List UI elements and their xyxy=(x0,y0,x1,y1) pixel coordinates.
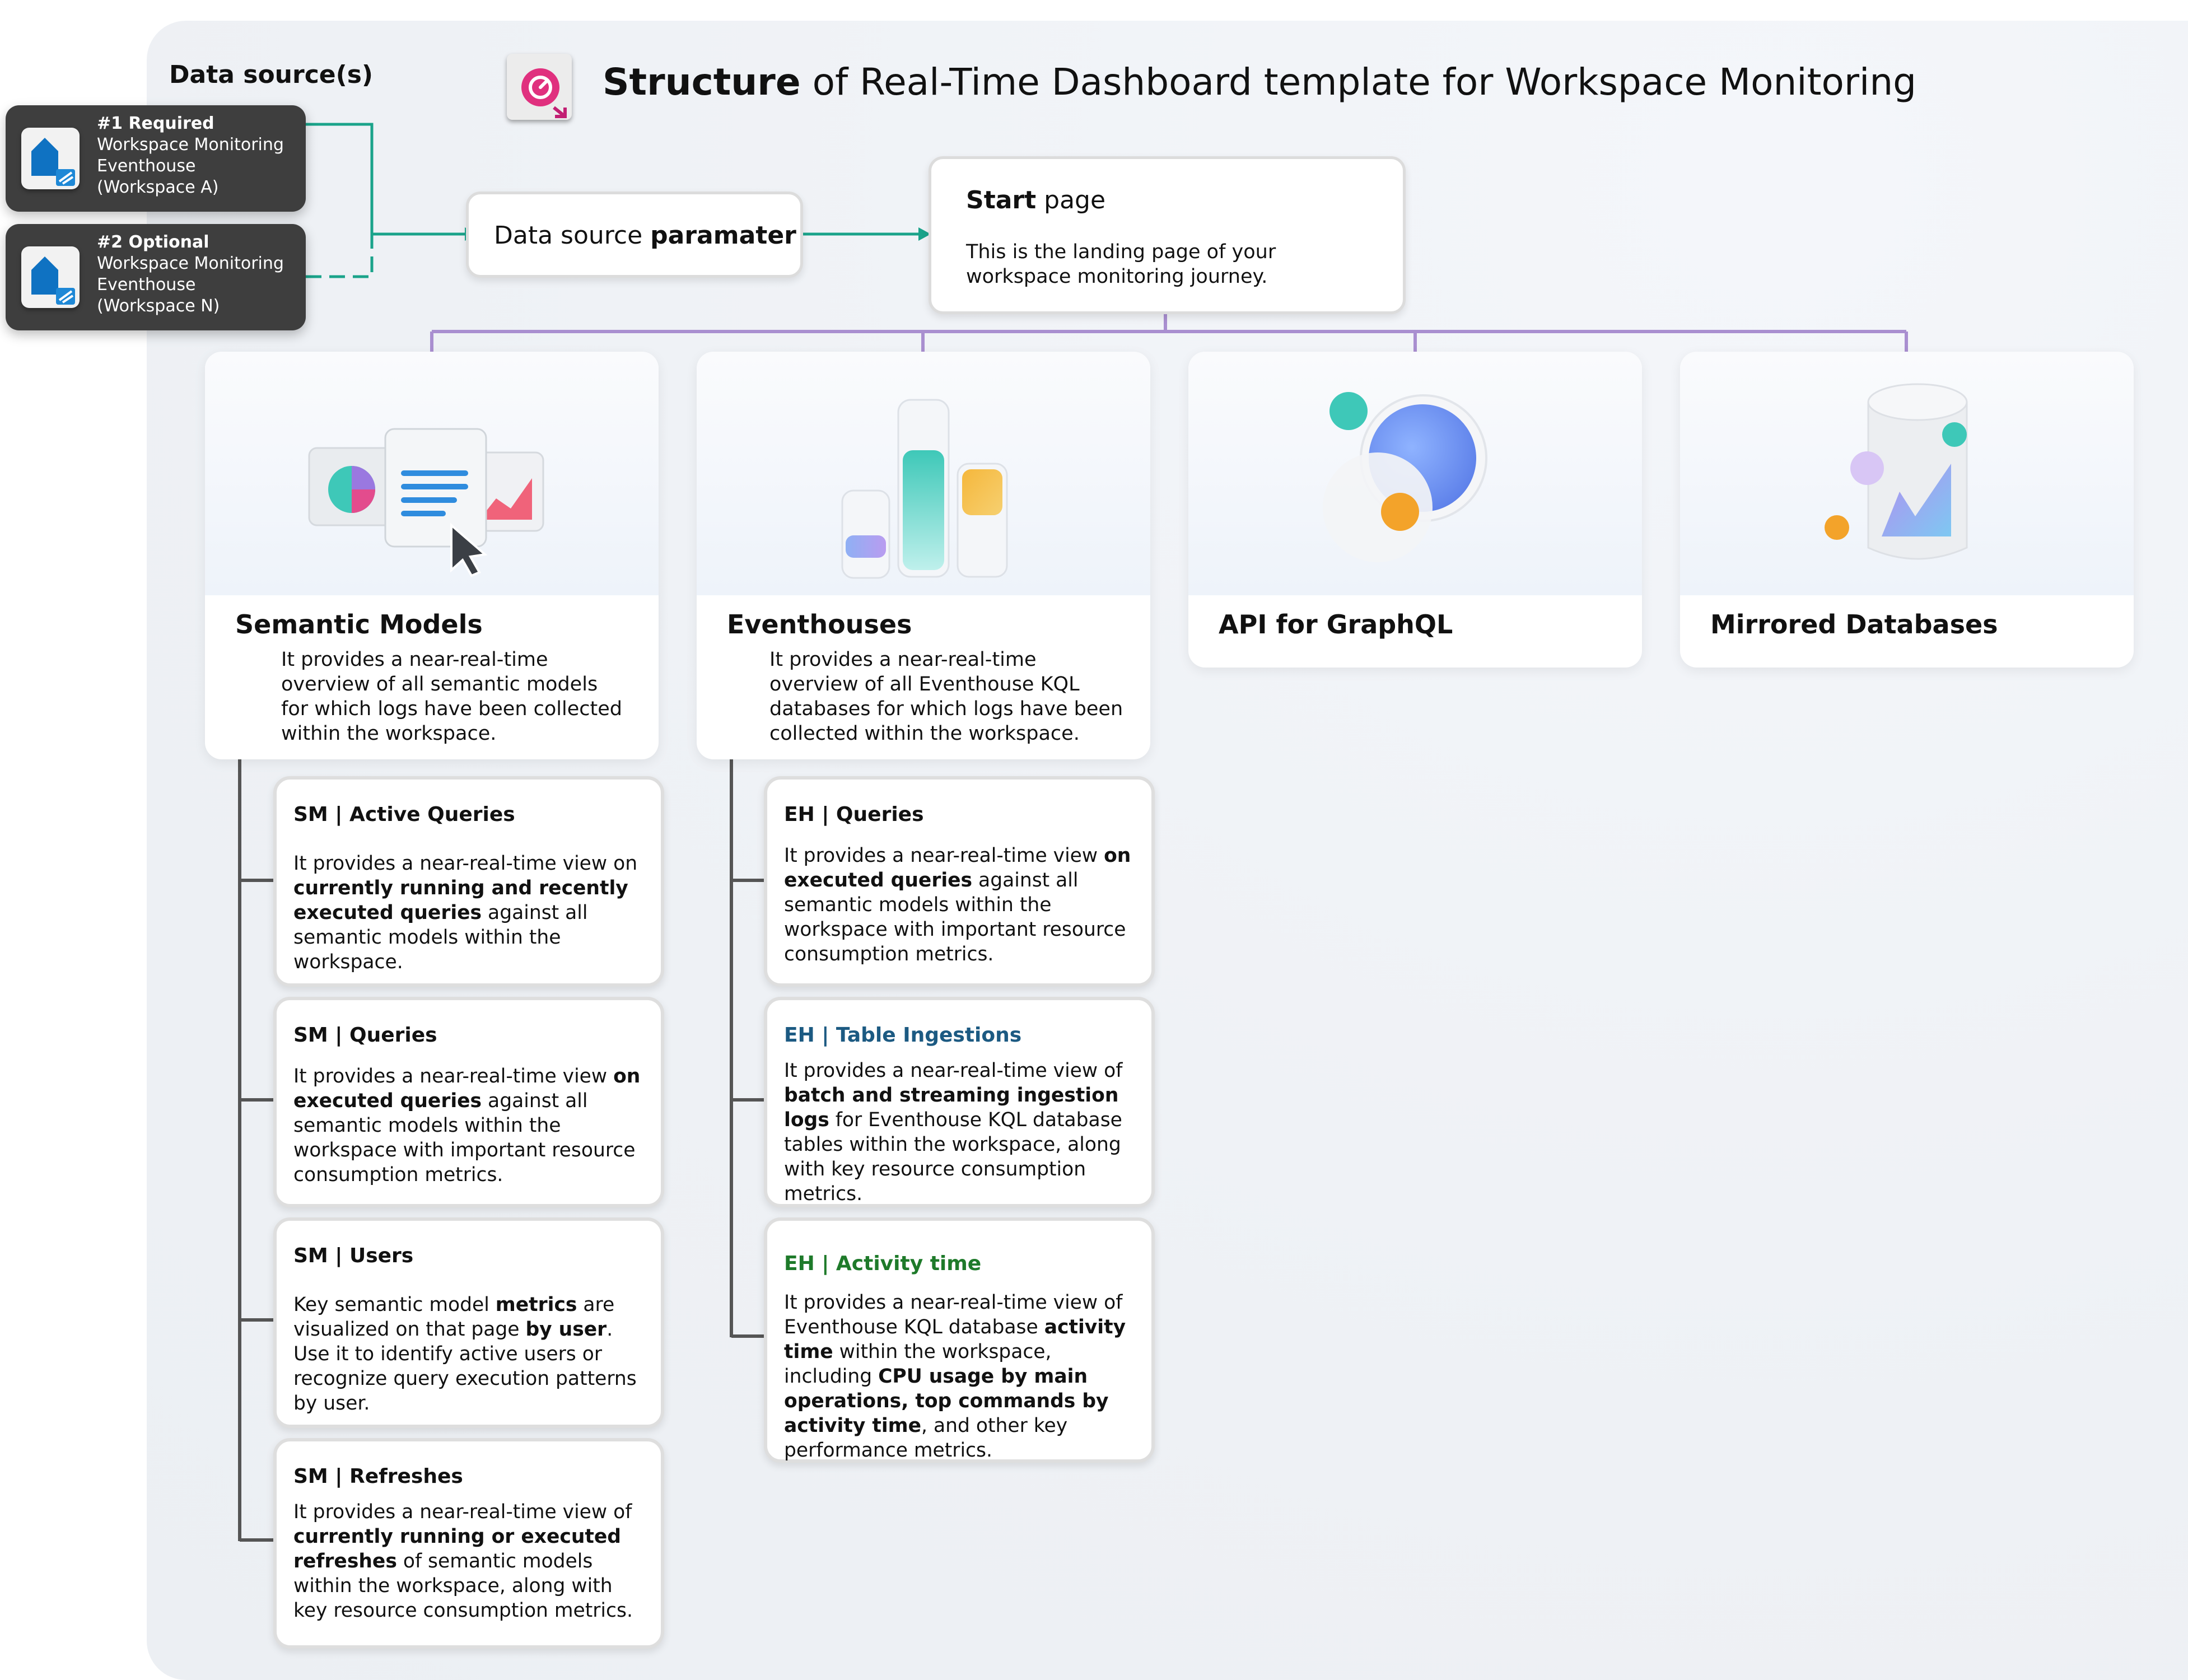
source-card-text: #2 Optional Workspace Monitoring Eventho… xyxy=(97,232,284,317)
page-card-eh-queries: EH | Queries It provides a near-real-tim… xyxy=(764,776,1155,987)
category-title: Eventhouses xyxy=(727,609,912,640)
desc-bold: activity time xyxy=(784,1316,1126,1363)
desc-text: for Eventhouse KQL database tables withi… xyxy=(784,1109,1122,1205)
desc-text: It provides a near-real-time view on xyxy=(293,852,638,875)
category-title: Semantic Models xyxy=(235,609,483,640)
page-card-eh-activity-time: EH | Activity time It provides a near-re… xyxy=(764,1217,1155,1463)
page-card-description: It provides a near-real-time view on exe… xyxy=(293,1064,652,1187)
desc-text: It provides a near-real-time view of xyxy=(293,1501,632,1523)
page-title: Structure of Real-Time Dashboard templat… xyxy=(603,60,1916,104)
source-card-2: #2 Optional Workspace Monitoring Eventho… xyxy=(6,224,306,330)
desc-text: within the workspace, including xyxy=(784,1341,1052,1388)
desc-text: , and other key performance metrics. xyxy=(784,1415,1068,1462)
page-card-title: EH | Queries xyxy=(784,803,924,826)
page-card-title: SM | Active Queries xyxy=(293,803,515,826)
card-illustration xyxy=(1188,352,1642,595)
start-page-title-bold: Start xyxy=(966,186,1037,214)
sm-tree-line xyxy=(238,669,274,1542)
desc-bold: currently running and recently executed … xyxy=(293,877,628,924)
card-illustration xyxy=(1680,352,2134,595)
desc-text: are visualized on that page xyxy=(293,1294,615,1341)
page-card-description: It provides a near-real-time view of bat… xyxy=(784,1058,1142,1206)
page-card-sm-refreshes: SM | Refreshes It provides a near-real-t… xyxy=(273,1438,664,1649)
page-card-title: EH | Activity time xyxy=(784,1252,982,1275)
desc-text: against all semantic models within the w… xyxy=(293,1090,636,1186)
page-card-sm-queries: SM | Queries It provides a near-real-tim… xyxy=(273,997,664,1207)
start-page-box: Start page This is the landing page of y… xyxy=(929,156,1406,314)
source-tag: #1 Required xyxy=(97,114,214,133)
page-card-description: It provides a near-real-time view of cur… xyxy=(293,1500,652,1623)
source-card-1: #1 Required Workspace Monitoring Eventho… xyxy=(6,105,306,212)
source-line: (Workspace N) xyxy=(97,296,220,316)
category-description: It provides a near-real-time overview of… xyxy=(769,648,1123,745)
parameter-prefix: Data source xyxy=(494,221,643,250)
source2-connector xyxy=(306,234,374,278)
bar-chart-illustration-icon xyxy=(841,399,1008,579)
desc-bold: batch and streaming ingestion logs xyxy=(784,1084,1119,1131)
source1-connector xyxy=(306,123,465,236)
card-illustration xyxy=(697,352,1150,595)
desc-text: of semantic models within the workspace,… xyxy=(293,1550,633,1622)
arrow-head xyxy=(918,227,931,241)
desc-bold: currently running or executed refreshes xyxy=(293,1525,621,1572)
category-card-mirrored-databases: Mirrored Databases xyxy=(1680,352,2134,668)
desc-text: Key semantic model xyxy=(293,1294,496,1316)
category-card-graphql: API for GraphQL xyxy=(1188,352,1642,668)
database-illustration-icon xyxy=(1825,383,1968,560)
desc-bold: on executed queries xyxy=(784,844,1131,892)
desc-text: It provides a near-real-time view of xyxy=(784,1060,1123,1082)
data-source-parameter-box: Data source paramater xyxy=(466,192,803,278)
desc-text: It provides a near-real-time view xyxy=(784,844,1104,867)
page-card-eh-table-ingestions: EH | Table Ingestions It provides a near… xyxy=(764,997,1155,1207)
page-card-title: SM | Queries xyxy=(293,1024,437,1047)
category-title: API for GraphQL xyxy=(1219,609,1453,640)
page-card-description: It provides a near-real-time view of Eve… xyxy=(784,1290,1142,1463)
desc-bold: metrics xyxy=(495,1294,577,1316)
desc-text: . Use it to identify active users or rec… xyxy=(293,1318,637,1415)
desc-bold: by user xyxy=(525,1318,607,1341)
start-page-description: This is the landing page of your workspa… xyxy=(966,241,1276,288)
page-card-description: Key semantic model metrics are visualize… xyxy=(293,1292,652,1416)
desc-text: against all semantic models within the w… xyxy=(293,902,588,973)
source-line: Eventhouse xyxy=(97,275,196,295)
hierarchy-connector xyxy=(430,311,1908,353)
gauge-icon xyxy=(521,68,567,118)
card-illustration xyxy=(205,352,659,595)
category-card-eventhouses: Eventhouses It provides a near-real-time… xyxy=(697,352,1150,759)
desc-bold: on executed queries xyxy=(293,1065,641,1112)
graphql-illustration-icon xyxy=(1323,392,1487,562)
start-page-title-rest: page xyxy=(1044,186,1106,214)
eh-tree-line xyxy=(730,669,766,1338)
desc-bold: CPU usage by main operations, top comman… xyxy=(784,1365,1109,1437)
desc-text: It provides a near-real-time view of Eve… xyxy=(784,1291,1123,1338)
report-illustration-icon xyxy=(308,428,544,577)
desc-text: against all semantic models within the w… xyxy=(784,869,1126,965)
start-page-title: Start page xyxy=(966,186,1105,214)
page-card-title: SM | Refreshes xyxy=(293,1465,463,1488)
page-card-title: SM | Users xyxy=(293,1244,414,1267)
eventhouse-icon xyxy=(21,128,80,189)
category-title: Mirrored Databases xyxy=(1710,609,1998,640)
page-card-description: It provides a near-real-time view on exe… xyxy=(784,843,1142,967)
page-card-sm-active-queries: SM | Active Queries It provides a near-r… xyxy=(273,776,664,987)
page-card-sm-users: SM | Users Key semantic model metrics ar… xyxy=(273,1217,664,1428)
source-card-text: #1 Required Workspace Monitoring Eventho… xyxy=(97,113,284,198)
source-line: Workspace Monitoring xyxy=(97,254,284,273)
eventhouse-icon xyxy=(21,246,80,308)
parameter-label: Data source paramater xyxy=(494,221,796,250)
category-card-semantic-models: Semantic Models It provides a near-real-… xyxy=(205,352,659,759)
page-title-rest: of Real-Time Dashboard template for Work… xyxy=(812,60,1917,104)
desc-text: It provides a near-real-time view xyxy=(293,1065,614,1088)
source-line: Eventhouse xyxy=(97,156,196,176)
title-icon xyxy=(507,54,572,120)
parameter-bold: paramater xyxy=(650,221,796,250)
source-tag: #2 Optional xyxy=(97,232,209,252)
source-line: Workspace Monitoring xyxy=(97,135,284,155)
data-sources-label: Data source(s) xyxy=(169,60,374,89)
source-line: (Workspace A) xyxy=(97,178,219,197)
category-description: It provides a near-real-time overview of… xyxy=(281,648,622,745)
page-card-description: It provides a near-real-time view on cur… xyxy=(293,851,652,974)
page-title-bold: Structure xyxy=(603,60,801,104)
page-card-title: EH | Table Ingestions xyxy=(784,1024,1022,1047)
